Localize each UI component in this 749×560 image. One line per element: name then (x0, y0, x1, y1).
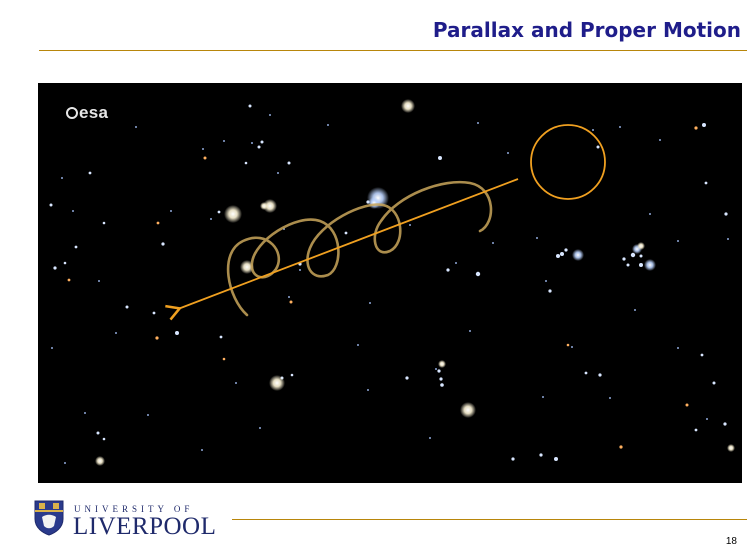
university-top-text: UNIVERSITY OF (74, 504, 194, 514)
university-crest-icon (34, 500, 64, 536)
esa-logo: esa (66, 103, 108, 123)
esa-mark-icon (66, 107, 78, 119)
parallax-loop-path (226, 180, 493, 317)
highlight-circle (530, 124, 606, 200)
star-field-graphic (49, 99, 735, 466)
proper-motion-arrow (178, 178, 519, 309)
title-divider (39, 50, 747, 51)
faint-stars (51, 114, 729, 464)
orange-stars (67, 126, 698, 449)
slide-title: Parallax and Proper Motion (432, 18, 741, 42)
footer-divider (232, 519, 747, 520)
esa-logo-text: esa (79, 103, 109, 122)
page-number: 18 (725, 536, 737, 547)
bright-stars (95, 99, 735, 466)
blue-stars (49, 104, 728, 461)
star-field-image: esa (38, 83, 742, 483)
university-name: LIVERPOOL (73, 513, 217, 540)
